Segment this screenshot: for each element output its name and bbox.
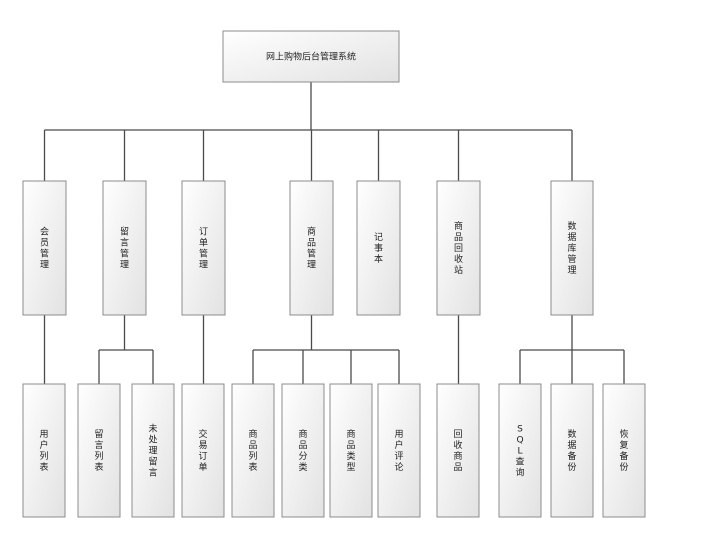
leaf-order-0-label: 交易订单 — [198, 428, 207, 473]
leaf-product-1-frame — [281, 383, 325, 518]
module-order: 订单管理 — [181, 180, 226, 316]
module-order-label: 订单管理 — [199, 227, 208, 271]
leaf-product-0: 商品列表 — [231, 383, 275, 518]
module-notebook: 记事本 — [356, 180, 401, 316]
module-message: 留言管理 — [102, 180, 147, 316]
module-recycle-label: 商品回收站 — [454, 220, 463, 276]
module-database-label: 数据库管理 — [567, 220, 576, 276]
module-product-label: 商品管理 — [307, 226, 316, 271]
module-database: 数据库管理 — [550, 180, 594, 316]
leaf-order-0: 交易订单 — [181, 383, 225, 518]
root-node-frame — [222, 30, 400, 83]
leaf-database-2-frame — [602, 383, 646, 518]
leaf-recycle-0: 回收商品 — [436, 383, 480, 518]
leaf-message-0-label: 留言列表 — [94, 428, 103, 473]
module-product: 商品管理 — [289, 180, 334, 316]
root-node-label: 网上购物后台管理系统 — [266, 51, 356, 63]
module-product-frame — [289, 180, 334, 316]
module-notebook-frame — [356, 180, 401, 316]
leaf-message-1-label: 未处理留言 — [148, 423, 157, 479]
leaf-database-0-frame — [498, 383, 542, 518]
module-message-frame — [102, 180, 147, 316]
leaf-message-1: 未处理留言 — [131, 383, 175, 518]
leaf-product-2: 商品类型 — [329, 383, 373, 518]
module-member-frame — [22, 180, 67, 316]
leaf-product-3-frame — [377, 383, 421, 518]
leaf-product-0-frame — [231, 383, 275, 518]
module-message-label: 留言管理 — [120, 226, 129, 271]
leaf-database-1: 数据备份 — [550, 383, 594, 518]
leaf-product-3-label: 用户评论 — [394, 429, 403, 473]
leaf-message-0-frame — [77, 383, 121, 518]
leaf-member-0: 用户列表 — [22, 383, 66, 518]
root-node: 网上购物后台管理系统 — [222, 30, 400, 83]
leaf-product-2-label: 商品类型 — [346, 428, 355, 473]
module-recycle-frame — [436, 180, 481, 316]
leaf-product-0-label: 商品列表 — [248, 428, 257, 473]
leaf-database-1-label: 数据备份 — [567, 428, 576, 473]
module-member: 会员管理 — [22, 180, 67, 316]
module-order-frame — [181, 180, 226, 316]
leaf-product-1-label: 商品分类 — [298, 428, 307, 473]
leaf-member-0-frame — [22, 383, 66, 518]
module-member-label: 会员管理 — [40, 226, 49, 271]
leaf-database-1-frame — [550, 383, 594, 518]
leaf-product-2-frame — [329, 383, 373, 518]
leaf-recycle-0-label: 回收商品 — [453, 429, 462, 473]
leaf-message-1-frame — [131, 383, 175, 518]
leaf-database-2: 恢复备份 — [602, 383, 646, 518]
leaf-member-0-label: 用户列表 — [39, 429, 48, 473]
leaf-message-0: 留言列表 — [77, 383, 121, 518]
leaf-database-2-label: 恢复备份 — [619, 428, 628, 473]
module-notebook-label: 记事本 — [374, 232, 383, 265]
module-database-frame — [550, 180, 594, 316]
leaf-product-3: 用户评论 — [377, 383, 421, 518]
leaf-order-0-frame — [181, 383, 225, 518]
leaf-product-1: 商品分类 — [281, 383, 325, 518]
module-recycle: 商品回收站 — [436, 180, 481, 316]
leaf-recycle-0-frame — [436, 383, 480, 518]
